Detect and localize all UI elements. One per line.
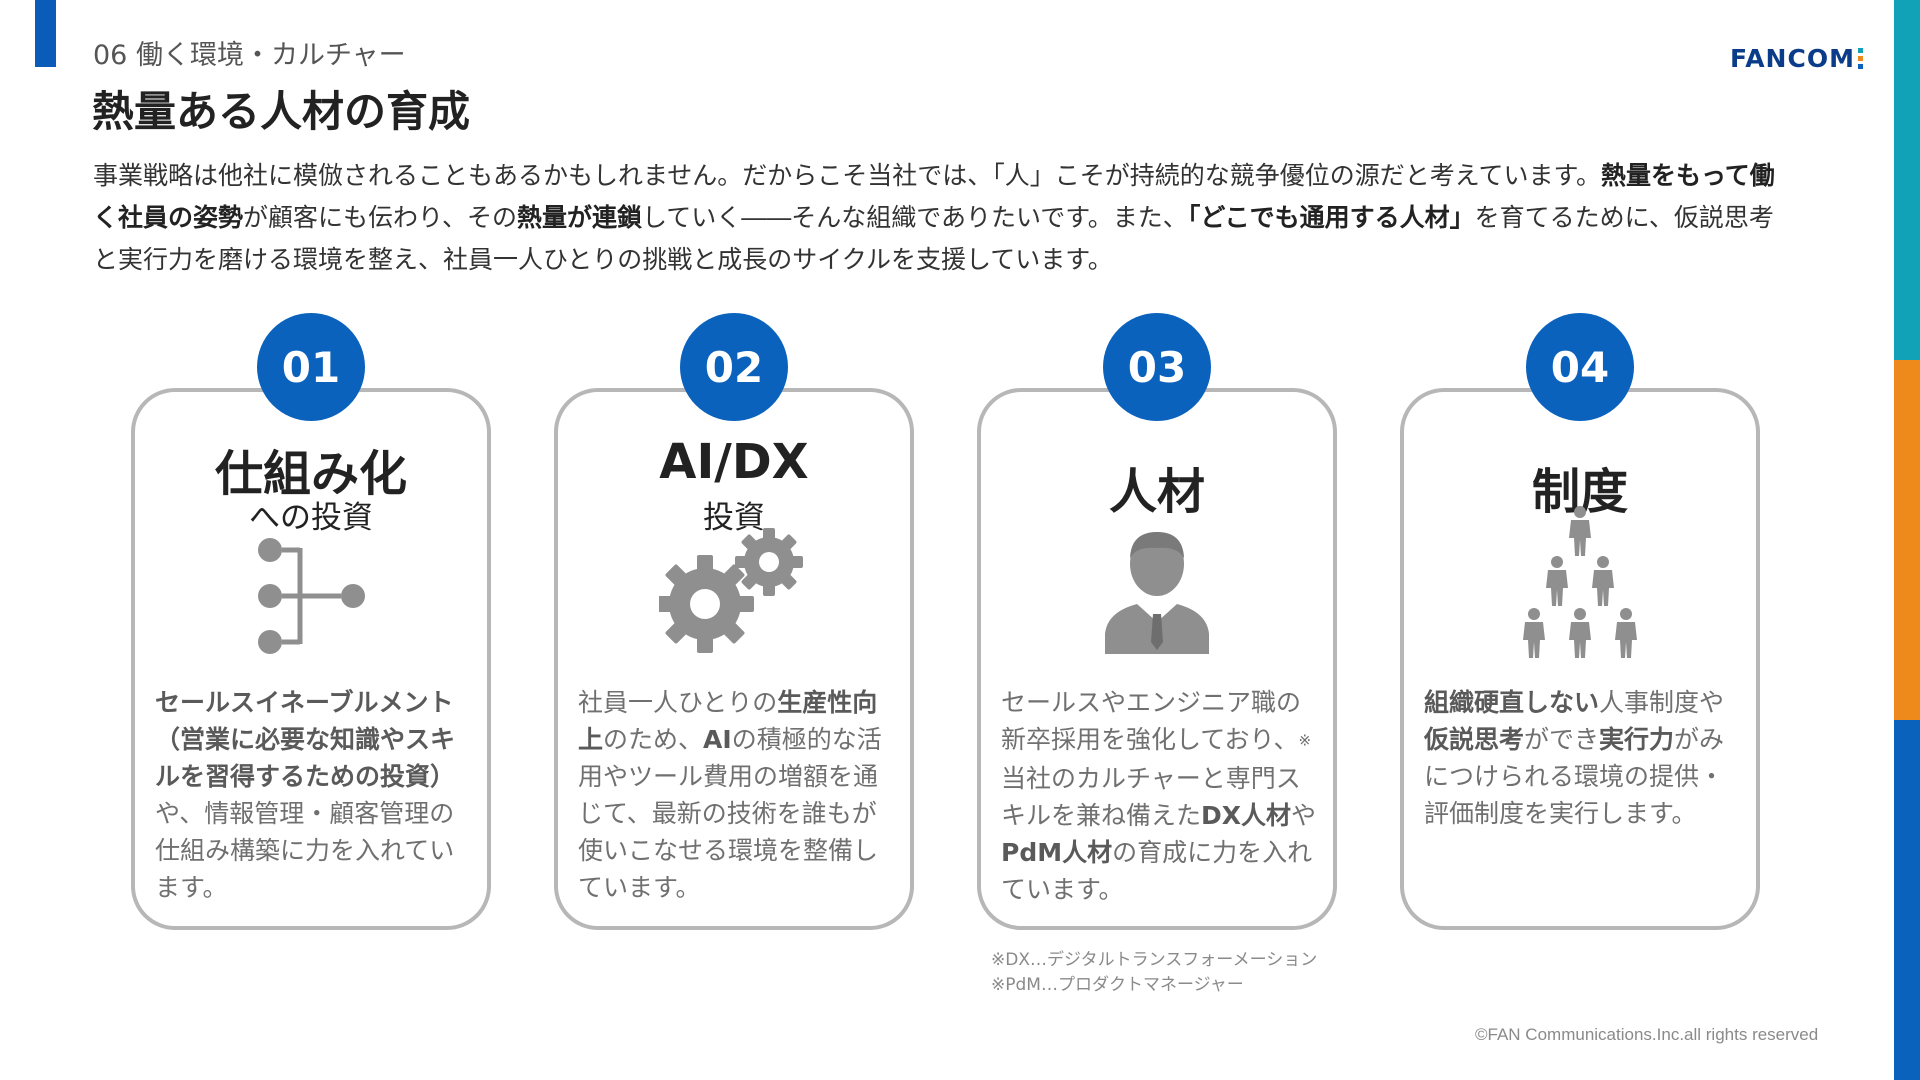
businessman-icon [1097,526,1217,660]
card-body: セールスやエンジニア職の新卒採用を強化しており、※ 当社のカルチャーと専門スキルを… [1001,684,1319,908]
card-body: セールスイネーブルメント（営業に必要な知識やスキルを習得するための投資）や、情報… [155,684,473,906]
company-logo: FANCOM [1730,44,1863,73]
hierarchy-icon [246,536,376,660]
emphasis-text: セールスイネーブルメント（営業に必要な知識やスキルを習得するための投資） [155,688,456,791]
logo-mark [1857,48,1863,69]
body-text: ※ [1298,731,1312,750]
card-subheading: 投資 [703,500,765,536]
body-text: が顧客にも伝わり、その [243,203,518,232]
card-heading: 仕組み化 [214,446,407,502]
body-text: 事業戦略は他社に模倣されることもあるかもしれません。だからこそ当社では、「人」こ… [93,161,1602,190]
card-03-number-badge: 03 [1103,313,1211,421]
body-text: ができ [1524,725,1600,754]
emphasis-text: 実行力 [1599,725,1675,754]
logo-dot-teal [1857,48,1863,53]
card-04: 制度 組織硬直しない人事制度や仮説思考ができ実行力がみにつけられる環境の提供・評… [1400,388,1760,930]
copyright: ©FAN Communications.Inc.all rights reser… [1475,1025,1819,1044]
page-title: 熱量ある人材の育成 [92,87,471,136]
intro-paragraph: 事業戦略は他社に模倣されることもあるかもしれません。だからこそ当社では、「人」こ… [93,155,1793,281]
body-text: の育成に力を入れています。 [1001,837,1313,904]
card-body: 組織硬直しない人事制度や仮説思考ができ実行力がみにつけられる環境の提供・評価制度… [1424,684,1742,832]
header-accent-bar [35,0,56,67]
body-text: のため、 [603,725,704,754]
body-text: していく――そんな組織でありたいです。また、 [642,203,1188,232]
body-text: 当社のカルチャーと専門スキルを兼ね備えた [1001,763,1301,830]
card-04-number-badge: 04 [1526,313,1634,421]
card-03: 人材 セールスやエンジニア職の新卒採用を強化しており、※ 当社のカルチャーと専門ス… [977,388,1337,930]
emphasis-text: 生産性向上 [578,688,878,754]
emphasis-text: 仮説思考 [1424,725,1525,754]
card-01: 仕組み化 への投資 セールスイネーブルメント（営業に必要な知識やスキルを習得する… [131,388,491,930]
card-02: AI/DX 投資 [554,388,914,930]
emphasis-text: PdM人材 [1001,837,1113,867]
card-subheading: への投資 [249,500,373,536]
emphasis-text: DX人材 [1201,800,1292,830]
section-label: 06 働く環境・カルチャー [93,40,406,71]
footnote-pdm: ※PdM…プロダクトマネージャー [991,975,1244,995]
emphasis-text: 熱量が連鎖 [517,203,643,232]
body-text: 人事制度や [1599,688,1725,717]
emphasis-text: 組織硬直しない [1424,688,1600,717]
emphasis-text: 「どこでも通用する人材」 [1187,203,1475,232]
logo-text: FANCOM [1730,44,1855,73]
logo-dot-orange [1857,56,1863,61]
people-pyramid-icon [1510,504,1650,668]
logo-dot-blue [1857,64,1863,69]
card-02-number-badge: 02 [680,313,788,421]
body-text: がみにつけられる環境の提供・評価制度を実行します。 [1424,725,1725,828]
right-stripe-teal [1894,0,1920,360]
body-text: を育てるために、仮説思考と実行力を磨ける環境を整え、社員一人ひとりの挑戦と成長の… [93,203,1774,274]
emphasis-text: 熱量をもって働く社員の姿勢 [93,161,1775,232]
emphasis-text: AI [703,725,732,754]
card-heading: AI/DX [659,434,809,490]
body-text: や、情報管理・顧客管理の仕組み構築に力を入れています。 [155,799,455,902]
gears-icon [656,528,809,660]
right-stripe-orange [1894,360,1920,720]
card-01-number-badge: 01 [257,313,365,421]
body-text: や [1291,800,1317,830]
body-text: セールスやエンジニア職の新卒採用を強化しており、 [1001,688,1302,754]
body-text: の積極的な活用やツール費用の増額を通じて、最新の技術を誰もが使いこなせる環境を整… [578,725,882,902]
card-heading: 人材 [1108,464,1205,520]
right-stripe-blue [1894,720,1920,1080]
body-text: 社員一人ひとりの [578,688,778,717]
card-body: 社員一人ひとりの生産性向上のため、AIの積極的な活用やツール費用の増額を通じて、… [578,684,896,906]
footnote-dx: ※DX…デジタルトランスフォーメーション [991,950,1318,970]
